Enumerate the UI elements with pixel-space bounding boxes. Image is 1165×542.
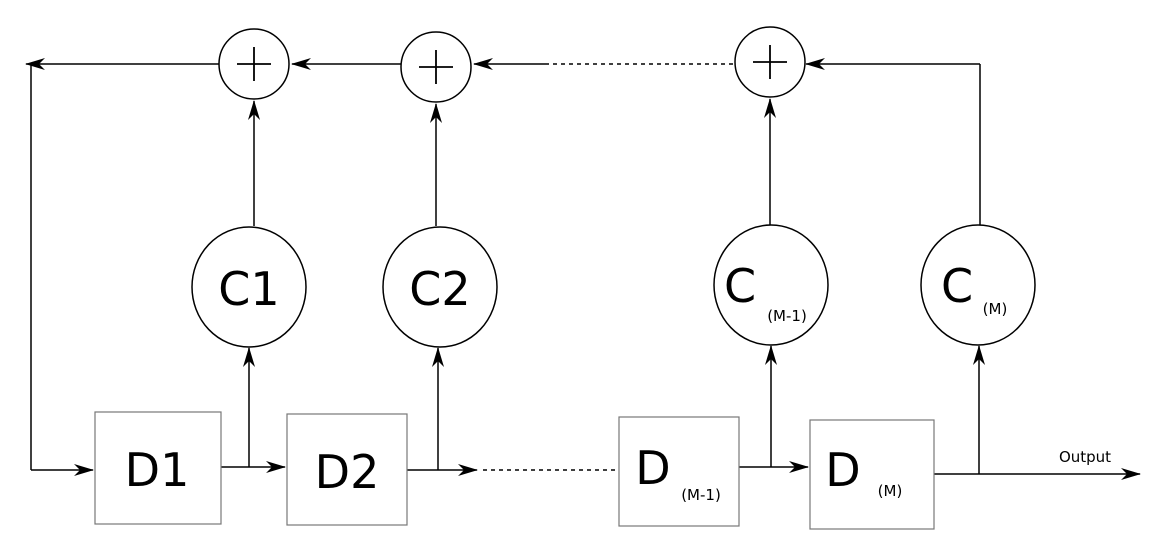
delay-label-d1: D1 <box>125 443 190 497</box>
svg-text:C2: C2 <box>409 262 470 316</box>
coef-sub-cm1: (M-1) <box>767 307 807 325</box>
coefficient-cm: C (M) <box>920 224 1036 346</box>
svg-text:C1: C1 <box>218 262 279 316</box>
delay-dm: D (M) <box>809 419 935 530</box>
plus-icon <box>419 50 453 84</box>
delay-d2: D2 <box>286 413 408 526</box>
delay-label-dm1: D <box>635 441 670 495</box>
delay-sub-dm1: (M-1) <box>681 486 721 504</box>
plus-icon <box>753 45 787 79</box>
summation-path <box>25 58 980 476</box>
coefficient-c2: C2 <box>382 226 498 348</box>
coef-label-cm1: C <box>724 259 756 313</box>
delay-sub-dm: (M) <box>878 482 903 500</box>
delay-label-dm: D <box>825 443 860 497</box>
plus-icon <box>237 47 271 81</box>
coefficient-cm1: C (M-1) <box>713 224 829 346</box>
coef-label-cm: C <box>941 259 973 313</box>
adder-1 <box>218 28 290 100</box>
coef-sub-cm: (M) <box>983 300 1008 318</box>
coef-label-c1: C1 <box>218 262 279 316</box>
coef-label-c2: C2 <box>409 262 470 316</box>
output-label: Output <box>1059 448 1111 466</box>
coefficient-c1: C1 <box>191 226 307 348</box>
delay-dm1: D (M-1) <box>618 416 740 527</box>
adder-2 <box>400 31 472 103</box>
delay-label-d2: D2 <box>315 445 380 499</box>
adder-m-1 <box>734 26 806 98</box>
delay-d1: D1 <box>94 411 222 525</box>
